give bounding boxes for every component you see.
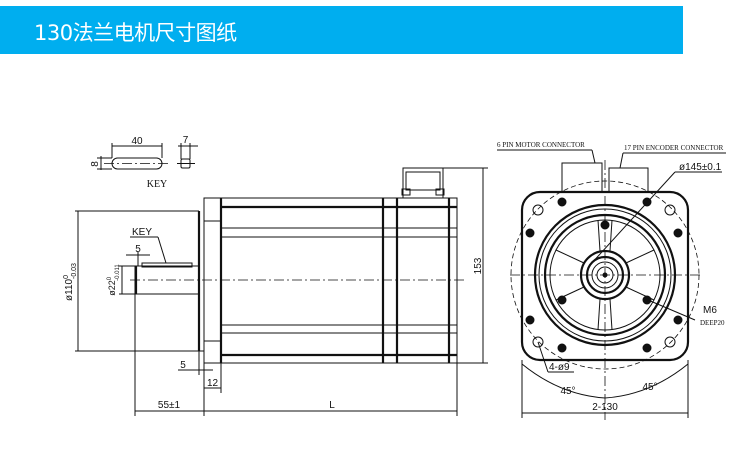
shaft-key-label: KEY (132, 227, 152, 238)
hub (579, 249, 631, 301)
front-view: 6 PIN MOTOR CONNECTOR 17 PIN ENCODER CON… (497, 141, 726, 420)
key-width-label: 8 (90, 161, 101, 167)
page-title: 130法兰电机尺寸图纸 (34, 21, 237, 45)
shaft-key (141, 262, 193, 268)
pitch-circle-label: ø145±0.1 (679, 162, 722, 173)
motor-body-outline (203, 197, 458, 364)
title-banner: 130法兰电机尺寸图纸 (0, 6, 683, 54)
mount-holes (532, 204, 676, 348)
encoder-connector-label: 17 PIN ENCODER CONNECTOR (624, 144, 724, 152)
key-offset-label: 5 (135, 244, 141, 255)
flange-diameter-label: ø1100-0.03 (63, 263, 78, 301)
thread-label: M6 (703, 305, 717, 316)
side-connector (402, 167, 444, 199)
thread-depth-label: DEEP20 (700, 319, 725, 327)
flange-thickness-label: 12 (207, 378, 219, 389)
flange-step-label: 5 (180, 360, 186, 371)
angle-left-label: 45° (560, 386, 575, 397)
body-length-label: L (329, 400, 335, 411)
shaft-diameter-label: ø220-0.011 (107, 264, 121, 296)
angle-right-label: 45° (642, 382, 657, 393)
mount-holes-label: 4-ø9 (549, 362, 570, 373)
key-length-label: 40 (131, 136, 143, 147)
motor-connector-label: 6 PIN MOTOR CONNECTOR (497, 141, 585, 149)
angle-arc (521, 363, 689, 399)
key-height-label: 7 (183, 135, 189, 146)
shaft-length-label: 55±1 (158, 400, 181, 411)
motor-connector (561, 162, 603, 193)
outer-ring (533, 203, 677, 347)
key-caption: KEY (147, 179, 168, 190)
square-size-label: 2-130 (592, 402, 618, 413)
side-view: KEY 5 ø1100-0.03 ø220-0.011 153 5 12 55±… (63, 167, 488, 416)
key-detail: 40 8 7 KEY (90, 135, 198, 190)
height-label: 153 (473, 257, 484, 274)
m6-threaded-holes (525, 197, 683, 353)
